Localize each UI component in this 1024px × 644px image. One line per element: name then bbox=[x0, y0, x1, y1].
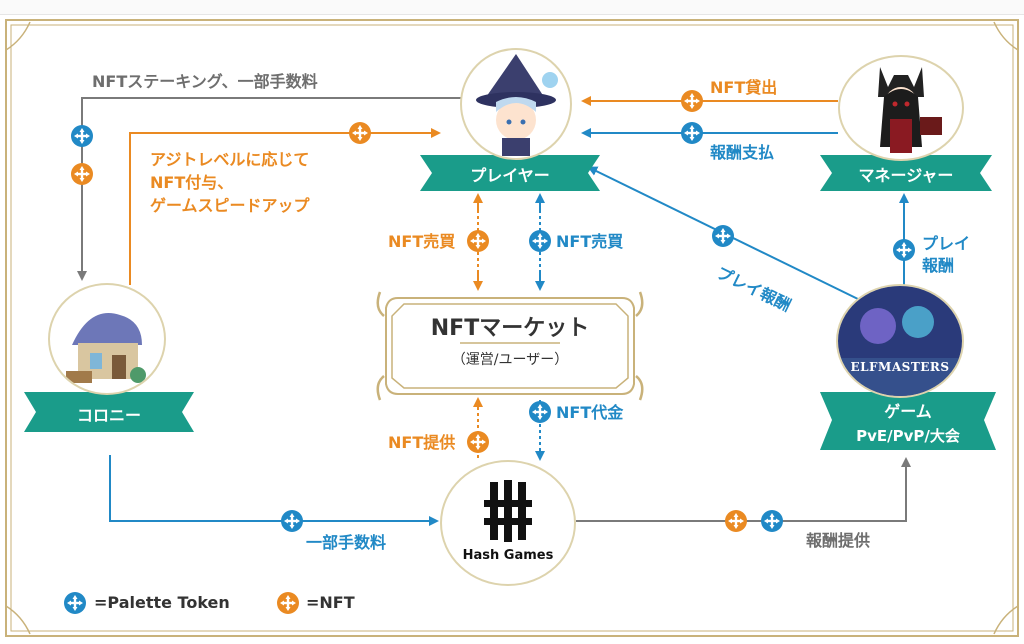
nft-token-icon bbox=[467, 230, 489, 252]
colony-ribbon bbox=[24, 392, 194, 432]
nft-token-icon bbox=[467, 431, 489, 453]
play-reward-label-line2: 報酬 bbox=[922, 256, 955, 275]
legend-palette-token-label: =Palette Token bbox=[94, 593, 230, 612]
manager-ribbon bbox=[820, 155, 992, 191]
palette-token-icon bbox=[281, 510, 303, 532]
hash-games-logo: Hash Games bbox=[440, 460, 576, 586]
manager-label: マネージャー bbox=[858, 166, 954, 185]
nft-token-icon bbox=[71, 163, 93, 185]
game-modes-label: PvE/PvP/大会 bbox=[856, 427, 960, 445]
play-reward-label-line1: プレイ bbox=[922, 234, 971, 253]
nft-sale-blue-label: NFT売買 bbox=[556, 232, 624, 251]
gold-frame bbox=[5, 19, 1019, 637]
player-avatar bbox=[460, 48, 572, 160]
palette-token-icon bbox=[71, 125, 93, 147]
nft-lend-label: NFT貸出 bbox=[710, 78, 778, 97]
partial-fee-edge bbox=[109, 455, 439, 526]
staking-edge bbox=[77, 97, 468, 281]
palette-token-icon bbox=[529, 230, 551, 252]
legend-nft-label: =NFT bbox=[306, 593, 355, 612]
nft-token-icon bbox=[681, 90, 703, 112]
reward-provide-edge bbox=[576, 457, 911, 522]
hash-games-label: Hash Games bbox=[462, 548, 554, 563]
partial-fee-label: 一部手数料 bbox=[306, 533, 387, 552]
palette-token-icon bbox=[893, 239, 915, 261]
palette-token-icon bbox=[761, 510, 783, 532]
game-logo: ELFMASTERS bbox=[850, 360, 950, 374]
game-label: ゲーム bbox=[884, 402, 932, 421]
player-ribbon bbox=[420, 155, 600, 191]
nft-market-frame bbox=[376, 291, 644, 401]
palette-token-icon bbox=[712, 225, 734, 247]
colony-avatar bbox=[48, 283, 166, 395]
staking-label: NFTステーキング、一部手数料 bbox=[92, 72, 318, 91]
game-ribbon bbox=[820, 392, 996, 450]
colony-benefit-line3: ゲームスピードアップ bbox=[150, 196, 310, 215]
top-bar bbox=[0, 0, 1024, 15]
nft-market-subtitle: （運営/ユーザー） bbox=[451, 352, 569, 368]
colony-benefit-line1: アジトレベルに応じて bbox=[150, 150, 310, 169]
reward-provide-label: 報酬提供 bbox=[806, 531, 871, 550]
colony-to-player-edge bbox=[129, 128, 441, 285]
manager-avatar bbox=[838, 55, 964, 161]
nft-provide-label: NFT提供 bbox=[388, 433, 456, 452]
game-avatar: ELFMASTERS bbox=[836, 284, 964, 398]
nft-token-icon bbox=[349, 122, 371, 144]
nft-market-title: NFTマーケット bbox=[430, 316, 590, 341]
palette-token-icon bbox=[681, 122, 703, 144]
palette-token-icon bbox=[529, 401, 551, 423]
reward-pay-label: 報酬支払 bbox=[710, 143, 775, 162]
nft-token-icon bbox=[725, 510, 747, 532]
nft-payment-label: NFT代金 bbox=[556, 403, 624, 422]
hash-games-icon bbox=[484, 480, 532, 542]
player-label: プレイヤー bbox=[470, 166, 550, 185]
colony-label: コロニー bbox=[76, 406, 141, 425]
colony-benefit-line2: NFT付与、 bbox=[150, 173, 234, 192]
nft-sale-orange-label: NFT売買 bbox=[388, 232, 456, 251]
